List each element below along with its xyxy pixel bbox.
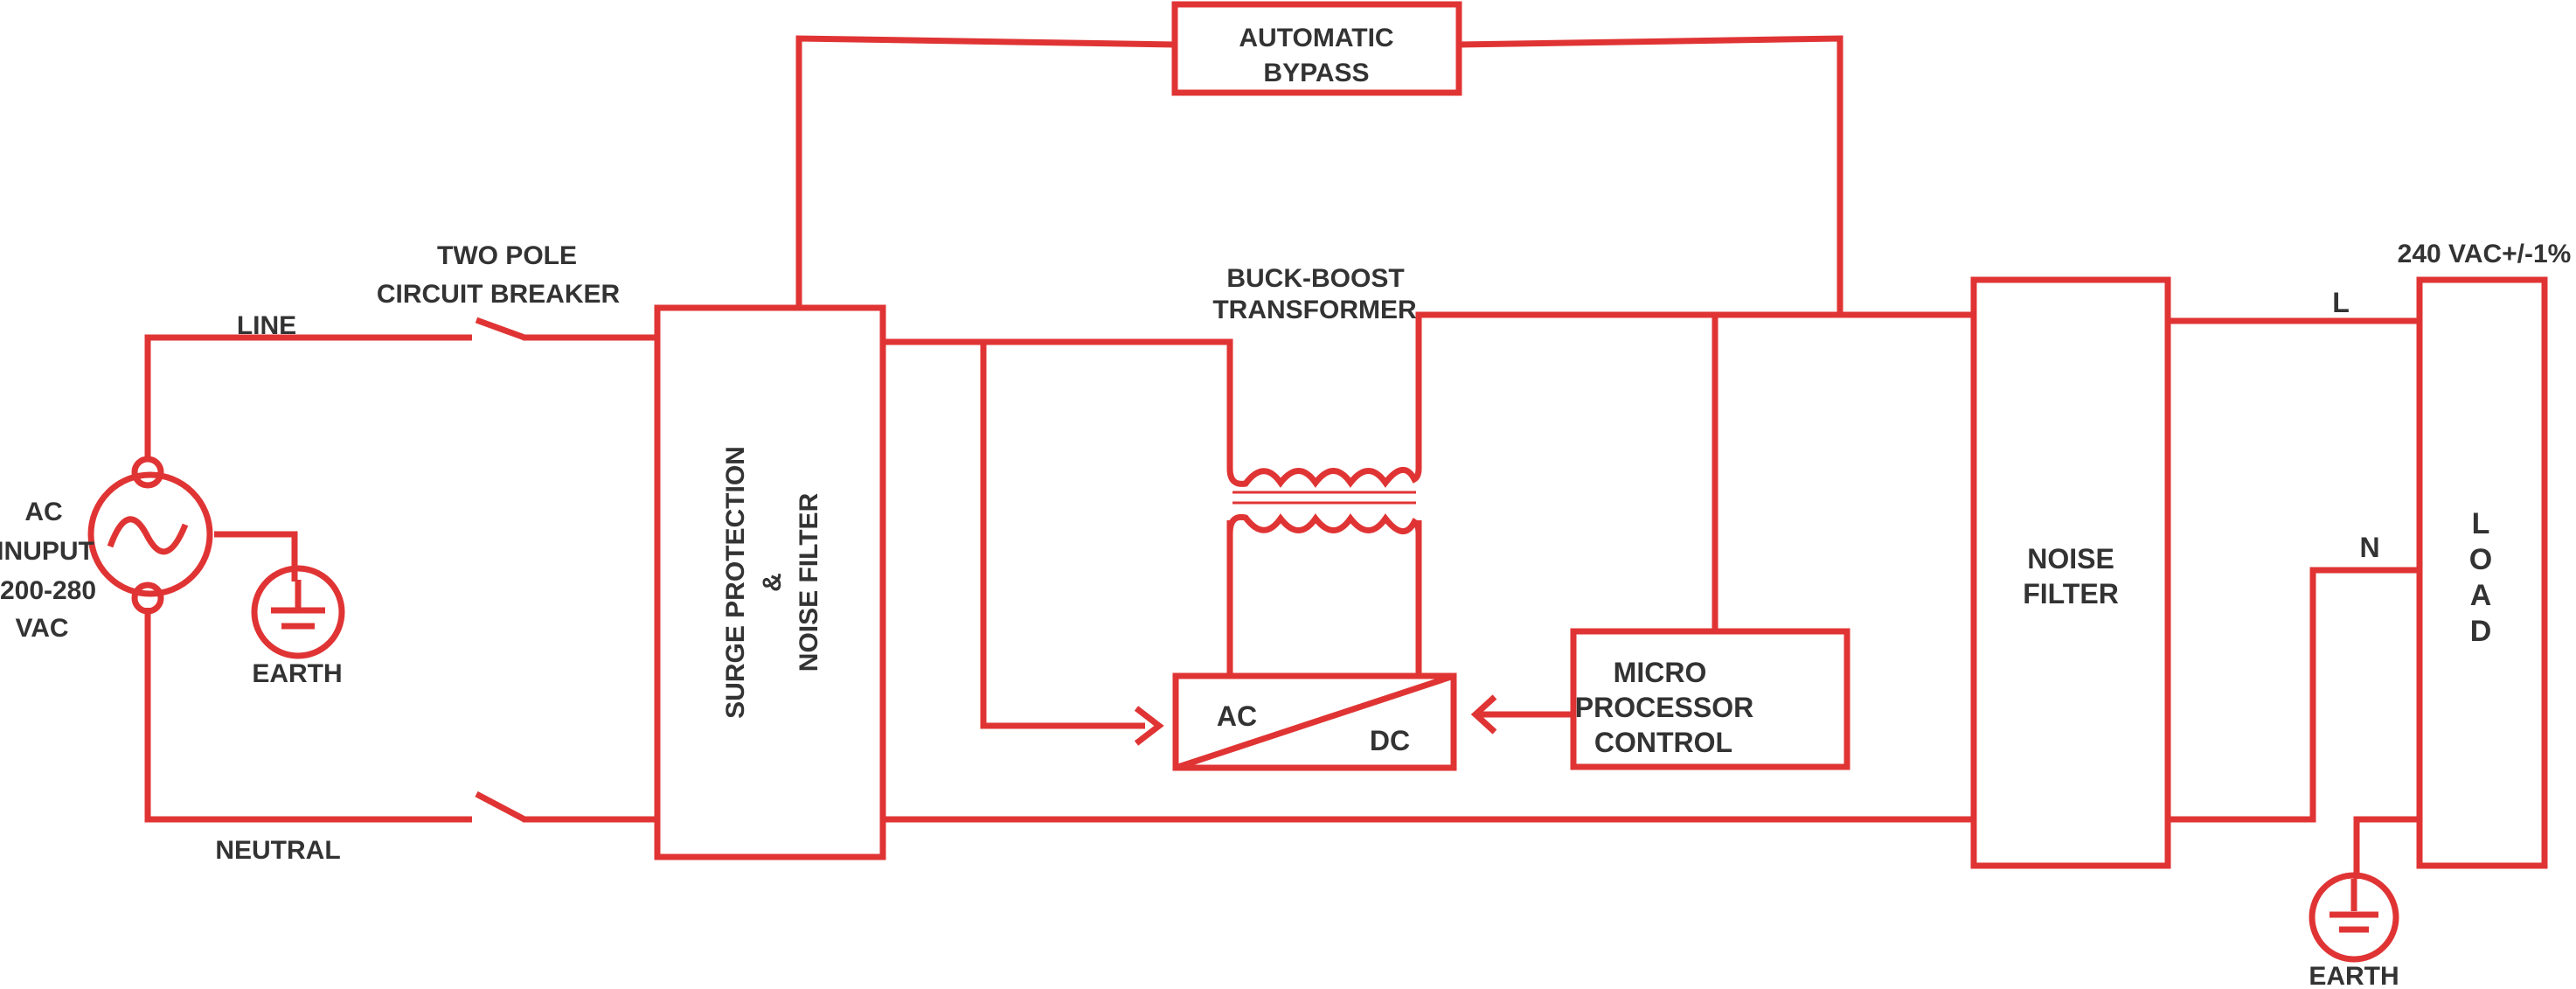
sine-wave-icon (107, 516, 189, 555)
load-box (2416, 276, 2548, 869)
load-earth-wire (2353, 816, 2418, 879)
noise-filter-box (1970, 276, 2171, 869)
converter-diagonal (1174, 672, 1455, 771)
svg-text:TWO POLE: TWO POLE (437, 241, 577, 270)
line-wire (144, 334, 472, 457)
ac-input-label: AC INUPUT 200-280 VAC (0, 498, 96, 643)
transformer-coil-icon (1226, 467, 1422, 534)
earth-right-icon (2309, 872, 2399, 963)
terminal-n-label: N (2359, 532, 2379, 563)
load-neutral-wire (2169, 567, 2418, 823)
bypass-wire-right (1458, 35, 1843, 315)
converter-dc-label: DC (1370, 725, 1410, 756)
output-voltage-label: 240 VAC+/-1% (2398, 240, 2572, 268)
ac-terminal-bottom (131, 582, 164, 615)
breaker-neutral-contact (475, 791, 526, 823)
svg-text:NOISE: NOISE (2027, 543, 2114, 575)
ac-source-circle (87, 471, 213, 597)
converter-ac-label: AC (1217, 700, 1257, 732)
svg-text:AUTOMATIC: AUTOMATIC (1239, 24, 1393, 52)
ac-terminal-top (131, 456, 164, 489)
transformer-output (1415, 311, 1971, 469)
converter-feed (980, 342, 1145, 729)
earth-left-icon (251, 565, 345, 659)
bypass-wire-left (795, 35, 1176, 308)
svg-text:SURGE PROTECTION: SURGE PROTECTION (721, 446, 750, 719)
svg-text:A: A (2470, 579, 2492, 612)
terminal-l-label: L (2332, 287, 2350, 318)
svg-text:CONTROL: CONTROL (1594, 727, 1732, 758)
transformer-primary-feed (883, 338, 1233, 469)
load-label: L O A D (2469, 507, 2492, 648)
svg-text:BUCK-BOOST: BUCK-BOOST (1226, 264, 1404, 293)
noise-filter-label: NOISE FILTER (2023, 543, 2119, 609)
buck-boost-transformer-label: BUCK-BOOST TRANSFORMER (1212, 264, 1417, 324)
svg-text:&: & (758, 573, 787, 592)
svg-text:BYPASS: BYPASS (1263, 59, 1369, 87)
ac-input-line-2: INUPUT (0, 537, 94, 566)
svg-text:L: L (2472, 507, 2490, 540)
ac-input-line-4: VAC (15, 614, 68, 643)
ac-input-line-3: 200-280 (0, 576, 96, 605)
svg-text:O: O (2469, 543, 2492, 576)
svg-text:PROCESSOR: PROCESSOR (1575, 692, 1753, 723)
surge-protection-box (654, 304, 886, 860)
neutral-wire (144, 608, 472, 823)
ac-input-line-1: AC (24, 498, 62, 526)
svg-text:CIRCUIT BREAKER: CIRCUIT BREAKER (377, 280, 621, 309)
micro-processor-control-box (1570, 628, 1850, 770)
ac-source (87, 456, 213, 615)
earth-left-label: EARTH (252, 659, 342, 688)
svg-text:FILTER: FILTER (2023, 578, 2119, 609)
neutral-label: NEUTRAL (215, 836, 340, 865)
svg-text:NOISE FILTER: NOISE FILTER (795, 492, 823, 672)
svg-text:D: D (2470, 615, 2492, 648)
micro-processor-label: MICRO PROCESSOR CONTROL (1575, 657, 1753, 758)
svg-text:TRANSFORMER: TRANSFORMER (1212, 296, 1417, 324)
svg-text:MICRO: MICRO (1614, 657, 1707, 688)
earth-right-label: EARTH (2309, 962, 2399, 989)
processor-control-arrow (1470, 694, 1497, 735)
automatic-bypass-box (1171, 1, 1462, 96)
converter-feed-arrow (1134, 706, 1164, 746)
breaker-line-contact (475, 317, 526, 341)
automatic-bypass-label: AUTOMATIC BYPASS (1239, 24, 1393, 87)
surge-protection-label: SURGE PROTECTION & NOISE FILTER (721, 446, 823, 719)
two-pole-breaker-label: TWO POLE CIRCUIT BREAKER (377, 241, 621, 309)
line-label: LINE (237, 311, 296, 340)
